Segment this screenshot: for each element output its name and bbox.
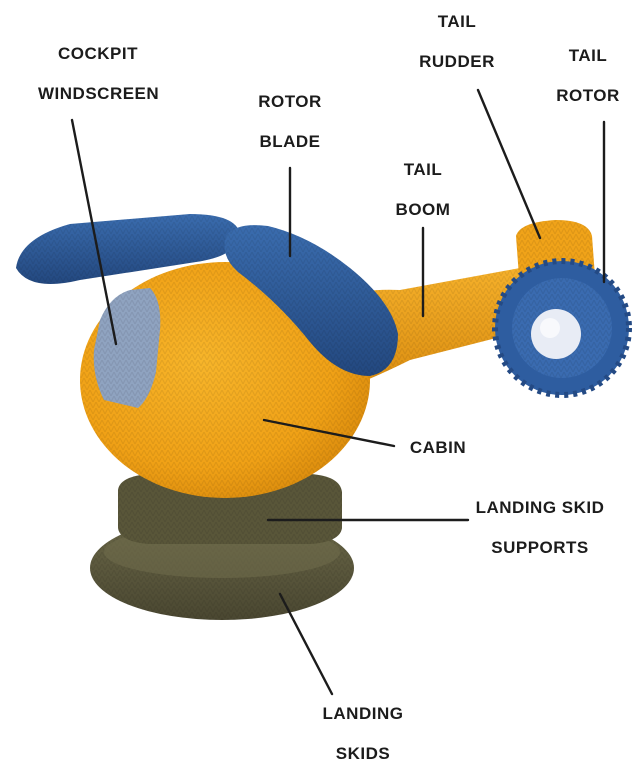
label-tail-rotor: TAIL ROTOR [548,36,628,116]
label-rotor-blade-line2: BLADE [245,122,335,162]
label-rotor-blade: ROTOR BLADE [245,82,335,162]
label-cabin-line1: CABIN [398,428,478,468]
label-cockpit-windscreen-line1: COCKPIT [38,34,158,74]
leader-line-landing-skids [280,594,332,694]
leader-line-tail-rudder [478,90,540,238]
label-landing-skids: LANDING SKIDS [308,694,418,774]
label-tail-rotor-line2: ROTOR [548,76,628,116]
label-tail-boom: TAIL BOOM [378,150,468,230]
tail-rotor [495,261,629,395]
label-cabin: CABIN [398,428,478,468]
label-tail-boom-line1: TAIL [378,150,468,190]
label-tail-rudder-line1: TAIL [412,2,502,42]
label-tail-rotor-line1: TAIL [548,36,628,76]
label-cockpit-windscreen: COCKPIT WINDSCREEN [38,34,158,114]
label-cockpit-windscreen-line2: WINDSCREEN [38,74,158,114]
label-tail-rudder-line2: RUDDER [412,42,502,82]
label-tail-boom-line2: BOOM [378,190,468,230]
label-landing-skids-line1: LANDING [308,694,418,734]
label-rotor-blade-line1: ROTOR [245,82,335,122]
label-landing-skids-line2: SKIDS [308,734,418,774]
cockpit-windscreen [94,288,161,408]
label-tail-rudder: TAIL RUDDER [412,2,502,82]
label-landing-skid-supports-line1: LANDING SKID [470,488,610,528]
label-landing-skid-supports-line2: SUPPORTS [470,528,610,568]
label-landing-skid-supports: LANDING SKID SUPPORTS [470,488,610,568]
